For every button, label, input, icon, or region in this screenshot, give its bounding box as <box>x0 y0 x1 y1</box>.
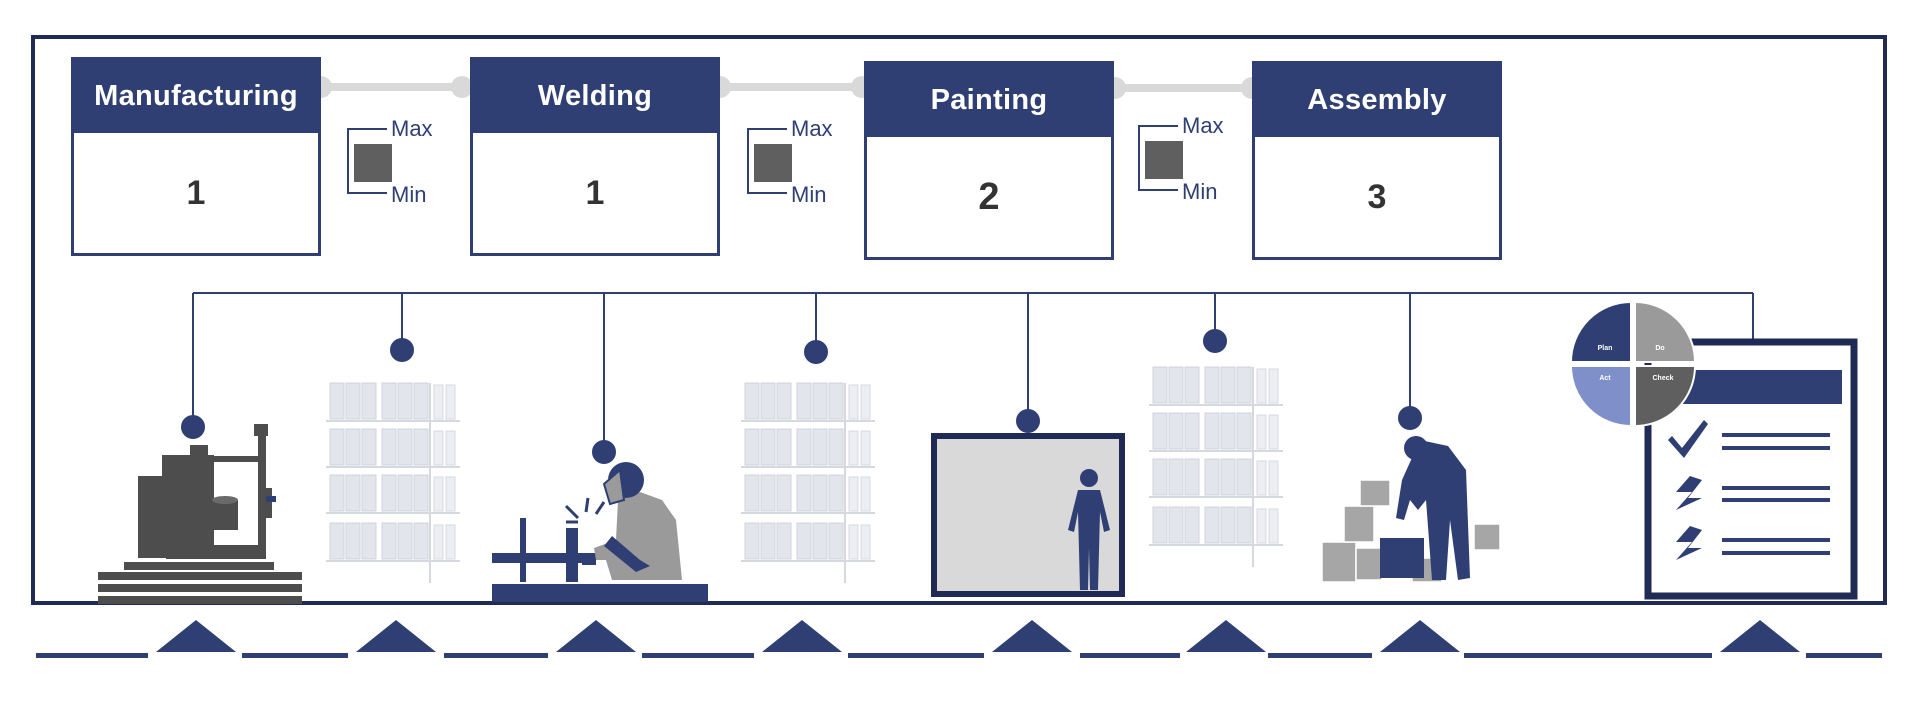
assembly-worker-icon <box>1321 436 1501 583</box>
stage-connector <box>310 76 473 98</box>
min-label: Min <box>391 182 427 207</box>
stage-painting: Painting 2 <box>864 61 1114 260</box>
warehouse-shelf-icon <box>1148 366 1284 568</box>
max-label: Max <box>391 116 433 141</box>
warehouse-shelf-icon <box>740 382 876 584</box>
max-label: Max <box>1182 113 1224 138</box>
stage-title: Welding <box>473 60 717 133</box>
buffer-limit-1: Max Min <box>347 116 437 208</box>
diagram-frame <box>31 35 1887 605</box>
pdca-act-label: Act <box>1599 375 1611 382</box>
conveyor-arrow-icon <box>36 620 1882 658</box>
min-label: Min <box>791 182 827 207</box>
buffer-limit-2: Max Min <box>747 116 837 208</box>
stage-title: Manufacturing <box>74 60 318 133</box>
min-label: Min <box>1182 179 1218 204</box>
stage-title: Assembly <box>1255 64 1499 137</box>
buffer-square-icon <box>354 144 392 182</box>
buffer-limit-3: Max Min <box>1138 113 1228 205</box>
pdca-do-label: Do <box>1655 345 1664 352</box>
max-label: Max <box>791 116 833 141</box>
pdca-check-label: Check <box>1652 375 1673 382</box>
stage-title: Painting <box>867 64 1111 137</box>
warehouse-shelf-icon <box>325 382 461 584</box>
pdca-wheel-icon: Plan Do Act Check <box>1569 300 1697 428</box>
welder-icon <box>492 462 708 602</box>
stage-manufacturing: Manufacturing 1 <box>71 57 321 256</box>
stage-value: 1 <box>585 173 605 212</box>
stage-welding: Welding 1 <box>470 57 720 256</box>
paint-booth-icon <box>931 433 1125 597</box>
drop-pins <box>181 293 1754 464</box>
pdca-plan-label: Plan <box>1598 345 1613 352</box>
stage-value: 2 <box>978 175 1000 218</box>
stage-value: 1 <box>186 173 206 212</box>
buffer-square-icon <box>754 144 792 182</box>
buffer-square-icon <box>1145 141 1183 179</box>
stage-assembly: Assembly 3 <box>1252 61 1502 260</box>
machine-icon <box>98 424 302 604</box>
stage-value: 3 <box>1367 177 1387 216</box>
